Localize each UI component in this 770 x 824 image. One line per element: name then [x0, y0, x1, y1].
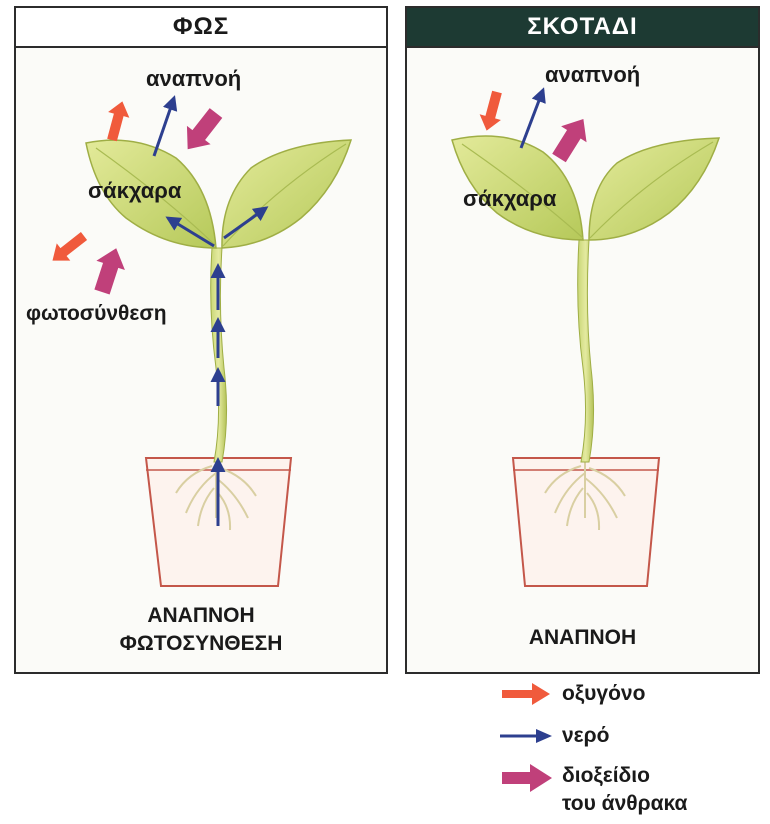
oxygen-arrow-icon	[498, 680, 554, 708]
light-caption-line1: ΑΝΑΠΝΟΗ	[16, 602, 386, 630]
right-leaf	[222, 140, 351, 248]
dark-panel: ΣΚΟΤΑΔΙ	[405, 6, 760, 674]
legend-water-label: νερό	[562, 722, 609, 750]
water-arrows	[521, 90, 543, 148]
co2-arrow-icon	[498, 762, 554, 794]
sugars-label: σάκχαρα	[463, 186, 556, 212]
light-caption: ΑΝΑΠΝΟΗ ΦΩΤΟΣΥΝΘΕΣΗ	[16, 602, 386, 658]
stem	[578, 240, 594, 462]
co2-arrows	[546, 111, 596, 166]
legend-co2-line1: διοξείδιο	[562, 762, 687, 790]
oxygen-arrows	[476, 89, 508, 133]
respiration-label: αναπνοή	[146, 66, 241, 92]
dark-panel-title: ΣΚΟΤΑΔΙ	[407, 8, 758, 48]
dark-plant-illustration	[407, 48, 758, 668]
legend-co2: διοξείδιο του άνθρακα	[498, 762, 687, 818]
respiration-label: αναπνοή	[545, 62, 640, 88]
legend-co2-label: διοξείδιο του άνθρακα	[562, 762, 687, 818]
dark-caption-line1: ΑΝΑΠΝΟΗ	[407, 624, 758, 652]
legend-co2-line2: του άνθρακα	[562, 790, 687, 818]
light-panel: ΦΩΣ	[14, 6, 388, 674]
light-panel-title: ΦΩΣ	[16, 8, 386, 48]
legend-oxygen: οξυγόνο	[498, 680, 645, 708]
water-arrow-icon	[498, 722, 554, 750]
photosynthesis-label: φωτοσύνθεση	[26, 302, 167, 326]
legend-oxygen-label: οξυγόνο	[562, 680, 645, 708]
light-caption-line2: ΦΩΤΟΣΥΝΘΕΣΗ	[16, 630, 386, 658]
dark-caption: ΑΝΑΠΝΟΗ	[407, 624, 758, 652]
light-plant-illustration	[16, 48, 386, 668]
legend-water: νερό	[498, 722, 609, 750]
right-leaf	[589, 138, 719, 240]
sugars-label: σάκχαρα	[88, 178, 181, 204]
